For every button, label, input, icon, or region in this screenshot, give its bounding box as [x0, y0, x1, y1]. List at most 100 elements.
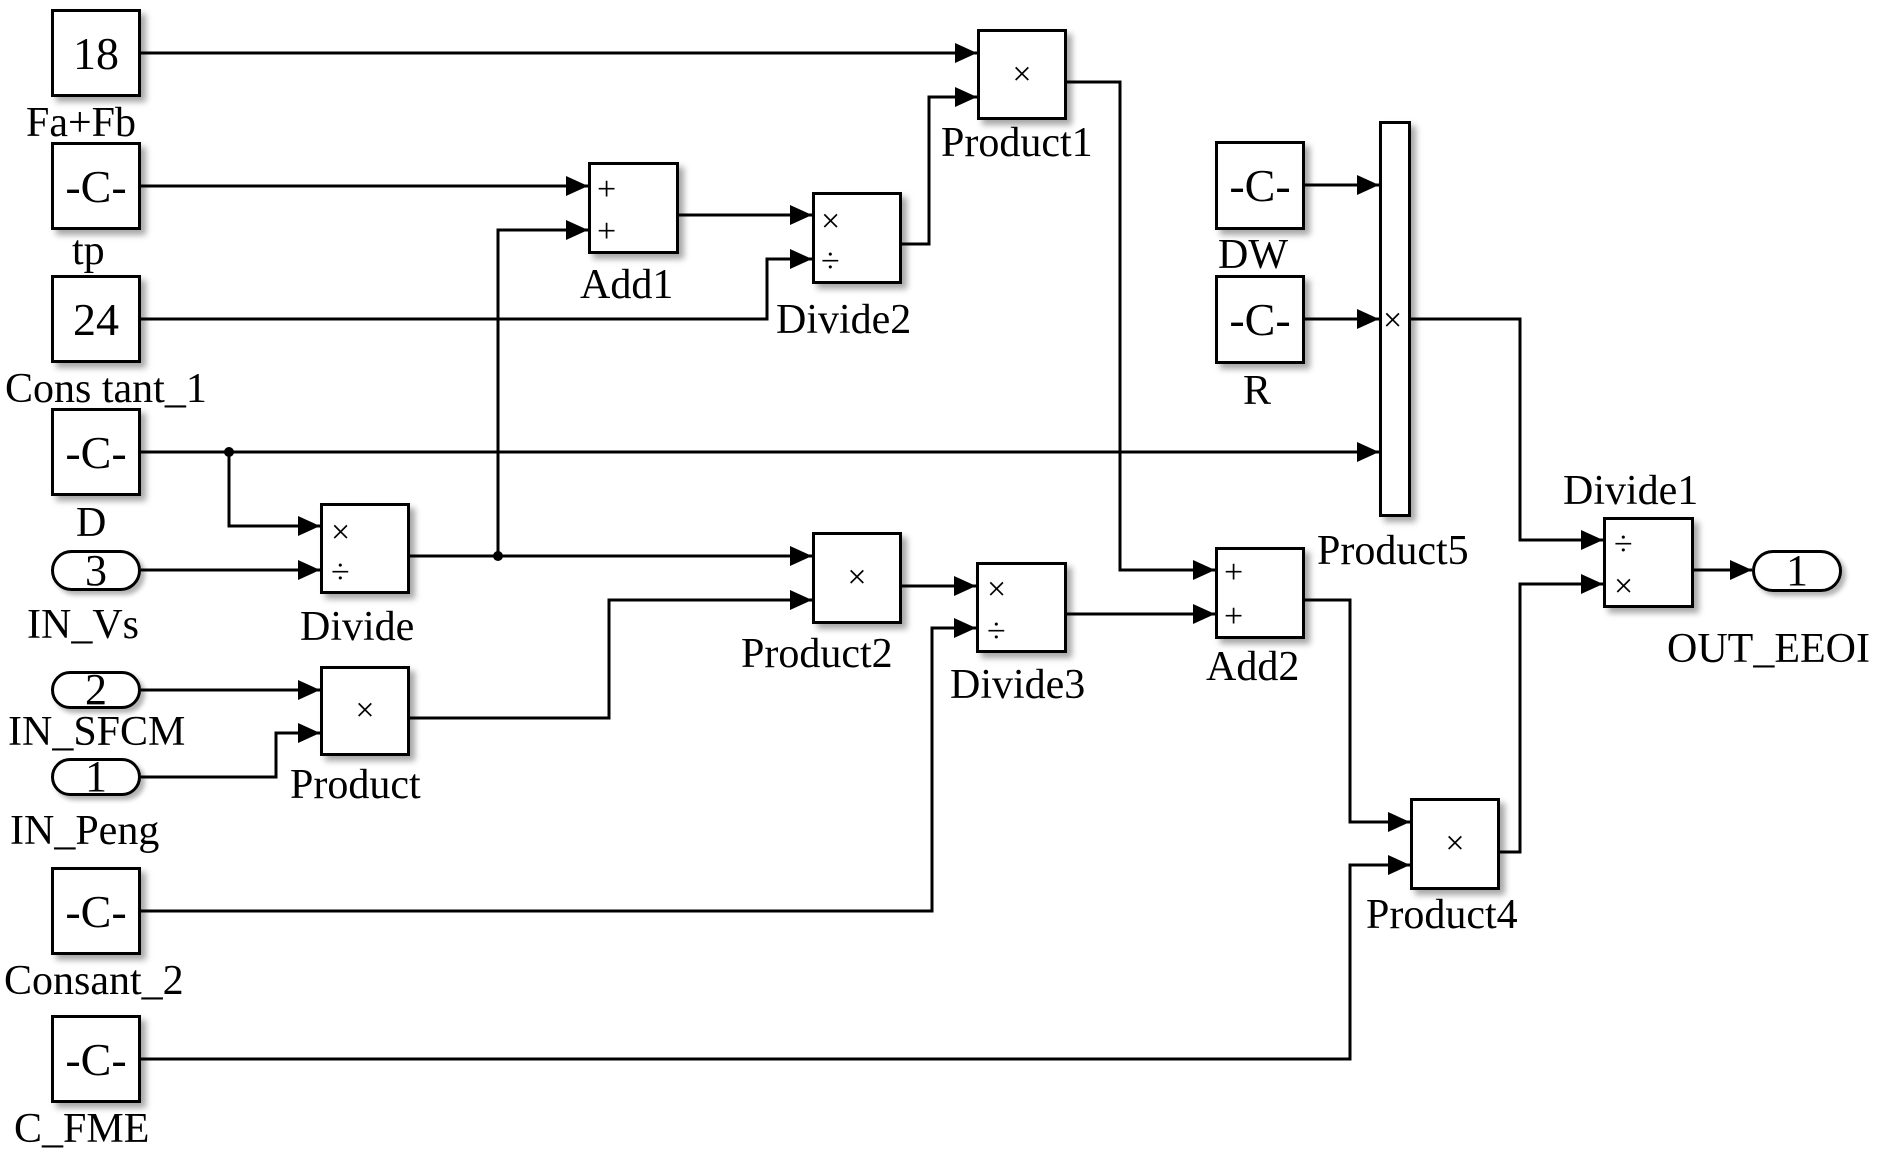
- multiply-sign: ×: [847, 559, 867, 596]
- product-block-product2[interactable]: ×: [812, 532, 902, 624]
- arrowhead-icon: [1388, 855, 1410, 875]
- block-label-divide: Divide: [300, 604, 415, 650]
- sum-block-add2[interactable]: + +: [1215, 547, 1305, 639]
- wire-add2-to-product4: [1305, 598, 1410, 824]
- product-block-product5[interactable]: ×: [1379, 121, 1411, 517]
- divide-block-divide1[interactable]: ÷ ×: [1603, 517, 1694, 608]
- port-number: 2: [85, 665, 107, 714]
- block-label-d: D: [76, 500, 107, 546]
- arrowhead-icon: [955, 87, 977, 107]
- block-label-add1: Add1: [580, 262, 674, 308]
- outport-out-eeoi[interactable]: 1: [1752, 546, 1842, 595]
- sum-block-add1[interactable]: + +: [588, 162, 679, 254]
- block-label-dw: DW: [1218, 232, 1288, 278]
- block-label-c-fme: C_FME: [14, 1106, 150, 1152]
- port-label-in-vs: IN_Vs: [27, 602, 139, 648]
- arrowhead-icon: [1357, 442, 1379, 462]
- wire-divide2-to-product1: [902, 95, 977, 246]
- branch-junction-dot: [224, 447, 234, 457]
- port-number: 3: [85, 545, 107, 595]
- arrowhead-icon: [1388, 812, 1410, 832]
- constant-value: -C-: [65, 160, 127, 212]
- constant-block-consant-2[interactable]: -C-: [51, 867, 141, 955]
- port-label-out-eeoi: OUT_EEOI: [1667, 626, 1870, 672]
- multiply-sign: ×: [1614, 568, 1634, 605]
- wire-product4-to-divide1: [1500, 582, 1603, 854]
- constant-block-fa-fb[interactable]: 18: [51, 9, 141, 97]
- arrowhead-icon: [1357, 309, 1379, 329]
- block-label-divide2: Divide2: [776, 297, 912, 343]
- arrowhead-icon: [1730, 560, 1752, 580]
- arrowhead-icon: [566, 220, 588, 240]
- constant-value: -C-: [65, 885, 127, 937]
- constant-value: -C-: [1229, 160, 1291, 211]
- inport-in-vs[interactable]: 3: [51, 545, 141, 595]
- inport-in-sfcm[interactable]: 2: [51, 665, 141, 714]
- block-label-product5: Product5: [1317, 528, 1469, 574]
- block-label-divide3: Divide3: [950, 662, 1086, 708]
- product-block-product1[interactable]: ×: [977, 29, 1067, 120]
- arrowhead-icon: [954, 576, 976, 596]
- constant-block-d[interactable]: -C-: [51, 408, 141, 496]
- divide-sign: ÷: [987, 613, 1006, 650]
- divide-sign: ÷: [331, 554, 350, 591]
- divide-block-divide3[interactable]: × ÷: [976, 562, 1067, 653]
- block-label-consant-2: Consant_2: [4, 958, 184, 1004]
- divide-sign: ÷: [821, 243, 840, 280]
- arrowhead-icon: [955, 43, 977, 63]
- multiply-sign: ×: [1445, 825, 1465, 862]
- branch-junction-dot: [493, 551, 503, 561]
- constant-block-constant-1[interactable]: 24: [51, 275, 141, 363]
- port-label-in-sfcm: IN_SFCM: [8, 709, 186, 755]
- arrowhead-icon: [298, 680, 320, 700]
- product-block-product4[interactable]: ×: [1410, 798, 1500, 890]
- divide-block-divide2[interactable]: × ÷: [812, 192, 902, 284]
- wire-product1-to-add2: [1067, 80, 1215, 572]
- wire-constant1-to-divide2: [141, 257, 812, 321]
- port-number: 1: [1786, 546, 1808, 595]
- wire-d-to-divide: [227, 452, 320, 528]
- arrowhead-icon: [298, 516, 320, 536]
- port-number: 1: [85, 752, 107, 801]
- multiply-sign: ×: [1012, 55, 1032, 93]
- plus-sign: +: [1224, 554, 1244, 591]
- wire-product5-to-divide1: [1411, 317, 1603, 542]
- plus-sign: +: [597, 171, 617, 208]
- arrowhead-icon: [790, 249, 812, 269]
- constant-value: -C-: [65, 1033, 127, 1085]
- constant-block-tp[interactable]: -C-: [51, 142, 141, 230]
- arrowhead-icon: [790, 205, 812, 225]
- port-label-in-peng: IN_Peng: [10, 808, 160, 854]
- constant-block-dw[interactable]: -C-: [1215, 141, 1305, 230]
- constant-value: -C-: [1229, 294, 1291, 345]
- arrowhead-icon: [1193, 604, 1215, 624]
- inport-in-peng[interactable]: 1: [51, 752, 141, 801]
- block-label-fa-fb: Fa+Fb: [26, 100, 137, 146]
- arrowhead-icon: [954, 618, 976, 638]
- arrowhead-icon: [1581, 574, 1603, 594]
- multiply-sign: ×: [821, 203, 841, 240]
- constant-value: -C-: [65, 426, 127, 478]
- arrowhead-icon: [1357, 175, 1379, 195]
- constant-block-r[interactable]: -C-: [1215, 275, 1305, 364]
- block-label-constant-1: Cons tant_1: [5, 366, 207, 412]
- plus-sign: +: [597, 213, 617, 250]
- block-label-product1: Product1: [941, 120, 1093, 166]
- constant-block-c-fme[interactable]: -C-: [51, 1015, 141, 1103]
- multiply-sign: ×: [987, 571, 1007, 608]
- product-block-product[interactable]: ×: [320, 666, 410, 756]
- arrowhead-icon: [790, 546, 812, 566]
- arrowhead-icon: [298, 723, 320, 743]
- wire-product-to-product2: [410, 598, 812, 720]
- multiply-sign: ×: [331, 514, 351, 551]
- block-label-add2: Add2: [1206, 644, 1300, 690]
- divide-sign: ÷: [1614, 526, 1633, 563]
- constant-value: 24: [73, 293, 119, 345]
- arrowhead-icon: [1581, 530, 1603, 550]
- block-label-r: R: [1243, 368, 1272, 414]
- divide-block-divide[interactable]: × ÷: [320, 503, 410, 594]
- multiply-sign: ×: [355, 692, 375, 729]
- arrowhead-icon: [790, 590, 812, 610]
